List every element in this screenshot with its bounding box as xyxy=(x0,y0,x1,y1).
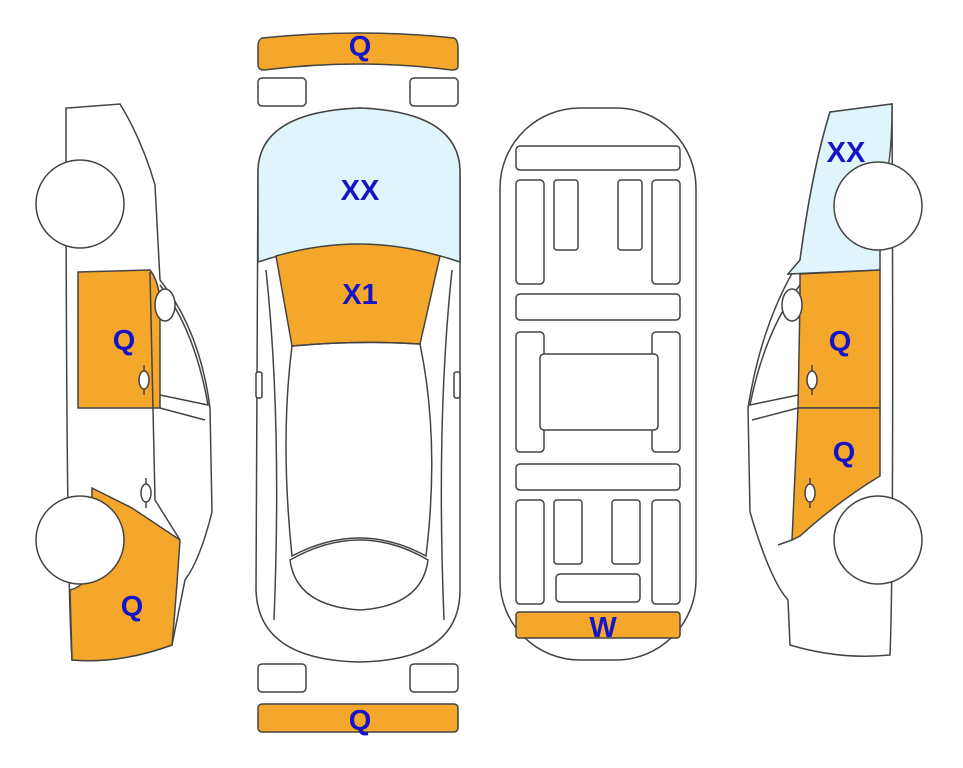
under-front-left-box xyxy=(553,179,579,251)
right-front-door-label: Q xyxy=(829,326,852,358)
rear-bumper-panel xyxy=(257,703,459,733)
left-mirror xyxy=(154,288,176,322)
left-door-handle-front xyxy=(138,365,150,395)
under-rear-left-box xyxy=(553,499,583,565)
under-front-right-rail xyxy=(651,179,681,285)
right-side-view: XX Q Q xyxy=(747,103,923,657)
top-rear-window xyxy=(289,539,429,611)
right-door-handle-front xyxy=(806,365,818,395)
top-right-mirror xyxy=(453,371,461,399)
front-left-light xyxy=(257,77,307,107)
right-rear-door-label: Q xyxy=(833,437,856,469)
under-lower-bar xyxy=(515,463,681,491)
rear-bumper-label: Q xyxy=(349,705,372,737)
right-rear-line xyxy=(777,539,793,546)
right-rear-wheel xyxy=(833,495,923,585)
rear-left-light xyxy=(257,663,307,693)
hood-label: X1 xyxy=(342,279,377,311)
left-side-view: Q Q xyxy=(35,103,213,662)
right-glass-label: XX xyxy=(827,137,866,169)
top-cabin-outline xyxy=(285,341,433,558)
left-door-line xyxy=(149,271,181,541)
top-left-mirror xyxy=(255,371,263,399)
under-rear-left-rail xyxy=(515,499,545,605)
under-rear-panel xyxy=(515,611,681,639)
front-bumper-label: Q xyxy=(349,31,372,63)
under-front-left-rail xyxy=(515,179,545,285)
right-door-handle-rear xyxy=(804,478,816,508)
under-top-bar xyxy=(515,145,681,171)
rear-right-light xyxy=(409,663,459,693)
left-front-wheel xyxy=(35,159,125,249)
underbody-rear-label: W xyxy=(589,612,617,644)
left-rear-quarter-label: Q xyxy=(121,591,144,623)
left-front-door-label: Q xyxy=(113,325,136,357)
underbody-view: W xyxy=(499,107,697,661)
under-rear-right-rail xyxy=(651,499,681,605)
under-rear-small-bar xyxy=(555,573,641,603)
windshield-label: XX xyxy=(341,175,380,207)
top-view: XX X1 Q Q xyxy=(255,31,461,737)
left-front-door-panel xyxy=(77,269,161,409)
right-rear-door-panel xyxy=(791,407,881,542)
right-lower-line xyxy=(751,407,799,421)
under-rear-right-box xyxy=(611,499,641,565)
front-right-light xyxy=(409,77,459,107)
left-rear-wheel xyxy=(35,495,125,585)
left-door-handle-rear xyxy=(140,478,152,508)
under-front-right-box xyxy=(617,179,643,251)
under-center-box xyxy=(539,353,659,431)
right-mirror xyxy=(781,288,803,322)
right-front-wheel xyxy=(833,161,923,251)
under-mid-bar xyxy=(515,293,681,321)
left-lower-line xyxy=(159,407,206,421)
top-right-side-line xyxy=(440,269,453,621)
front-bumper-panel xyxy=(257,32,459,71)
top-left-side-line xyxy=(265,269,278,621)
